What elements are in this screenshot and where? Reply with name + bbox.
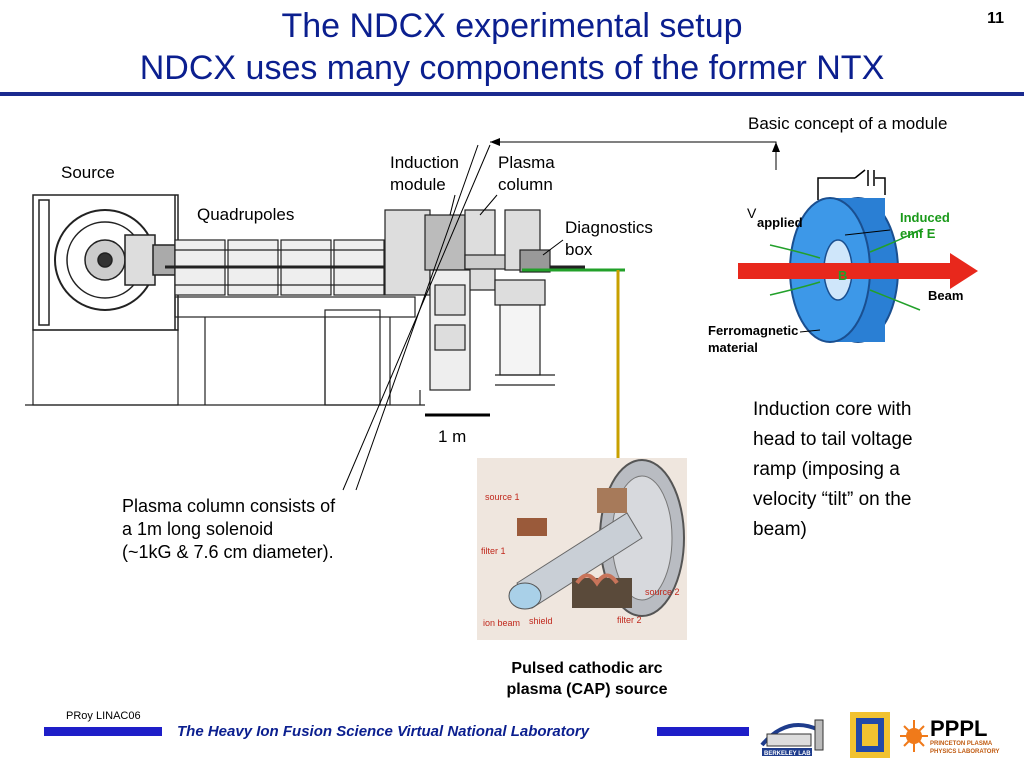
label-quadrupoles: Quadrupoles	[197, 205, 294, 224]
cap-caption: Pulsed cathodic arc plasma (CAP) source	[472, 658, 702, 700]
label-induction-1: Induction	[390, 153, 459, 172]
label-scale: 1 m	[438, 427, 466, 446]
cap-label-ion-beam: ion beam	[483, 618, 520, 628]
induction-line-3: ramp (imposing a	[753, 459, 900, 480]
llnl-logo	[850, 712, 890, 758]
induction-line-4: velocity “tilt” on the	[753, 489, 912, 510]
v-applied-label: V	[747, 205, 757, 221]
berkeley-lab-logo: BERKELEY LAB	[760, 719, 824, 757]
label-plasma-1: Plasma	[498, 153, 555, 172]
label-diagnostics-1: Diagnostics	[565, 218, 653, 237]
pppl-sub-2: PHYSICS LABORATORY	[930, 749, 1000, 755]
plasma-line-2: a 1m long solenoid	[122, 519, 274, 539]
induction-description: Induction core with head to tail voltage…	[753, 395, 1013, 545]
label-source: Source	[61, 163, 115, 182]
module-concept-heading: Basic concept of a module	[748, 114, 948, 133]
source-housing	[32, 194, 179, 331]
connector-lines	[342, 138, 780, 491]
support-frame	[25, 296, 425, 406]
cap-caption-line-1: Pulsed cathodic arc	[511, 660, 663, 677]
induction-line-1: Induction core with	[753, 399, 912, 420]
slide-title: The NDCX experimental setup	[281, 7, 743, 45]
page-number: 11	[987, 10, 1004, 27]
v-applied-sub: applied	[757, 215, 803, 230]
footer-lab-name: The Heavy Ion Fusion Science Virtual Nat…	[177, 723, 590, 740]
ferromagnetic-label-2: material	[708, 340, 758, 355]
cap-label-filter1: filter 1	[481, 546, 506, 556]
pppl-logo: PPPL PRINCETON PLASMA PHYSICS LABORATORY	[900, 716, 1000, 755]
cap-label-shield: shield	[529, 616, 553, 626]
footer-bar-right	[657, 727, 749, 736]
field-lines	[769, 229, 921, 311]
label-diagnostics-2: box	[565, 240, 593, 259]
ferromagnetic-label-1: Ferromagnetic	[708, 323, 798, 338]
cap-label-filter2: filter 2	[617, 615, 642, 625]
plasma-line-3: (~1kG & 7.6 cm diameter).	[122, 542, 334, 562]
author-tag: PRoy LINAC06	[66, 710, 141, 722]
beam-arrow	[738, 253, 978, 289]
ndcx-setup-diagram: Source Quadrupoles Induction module Plas…	[25, 153, 653, 446]
label-plasma-2: column	[498, 175, 553, 194]
module-concept-schematic: V applied Induced emf E B Beam Ferromagn…	[708, 169, 978, 355]
plasma-column-description: Plasma column consists of a 1m long sole…	[122, 495, 422, 564]
slide-subtitle: NDCX uses many components of the former …	[139, 49, 885, 87]
b-field-label: B	[838, 268, 847, 283]
pppl-sub-1: PRINCETON PLASMA	[930, 741, 993, 747]
cap-source-photo: source 1 filter 1 ion beam shield source…	[477, 458, 687, 640]
title-rule	[0, 92, 1024, 96]
diagnostics-box	[494, 209, 555, 386]
pppl-text: PPPL	[930, 716, 987, 741]
induced-emf-label-1: Induced	[900, 210, 950, 225]
cap-label-source1: source 1	[485, 492, 520, 502]
induction-line-2: head to tail voltage	[753, 429, 913, 450]
plasma-line-1: Plasma column consists of	[122, 496, 336, 516]
cap-label-source2: source 2	[645, 587, 680, 597]
beam-label: Beam	[928, 288, 963, 303]
quadrupoles	[165, 239, 585, 296]
induction-module	[384, 209, 496, 405]
induction-line-5: beam)	[753, 519, 807, 540]
berkeley-lab-text: BERKELEY LAB	[764, 751, 811, 757]
cap-caption-line-2: plasma (CAP) source	[506, 681, 668, 698]
footer-bar-left	[44, 727, 162, 736]
label-induction-2: module	[390, 175, 446, 194]
induced-emf-label-2: emf E	[900, 226, 936, 241]
